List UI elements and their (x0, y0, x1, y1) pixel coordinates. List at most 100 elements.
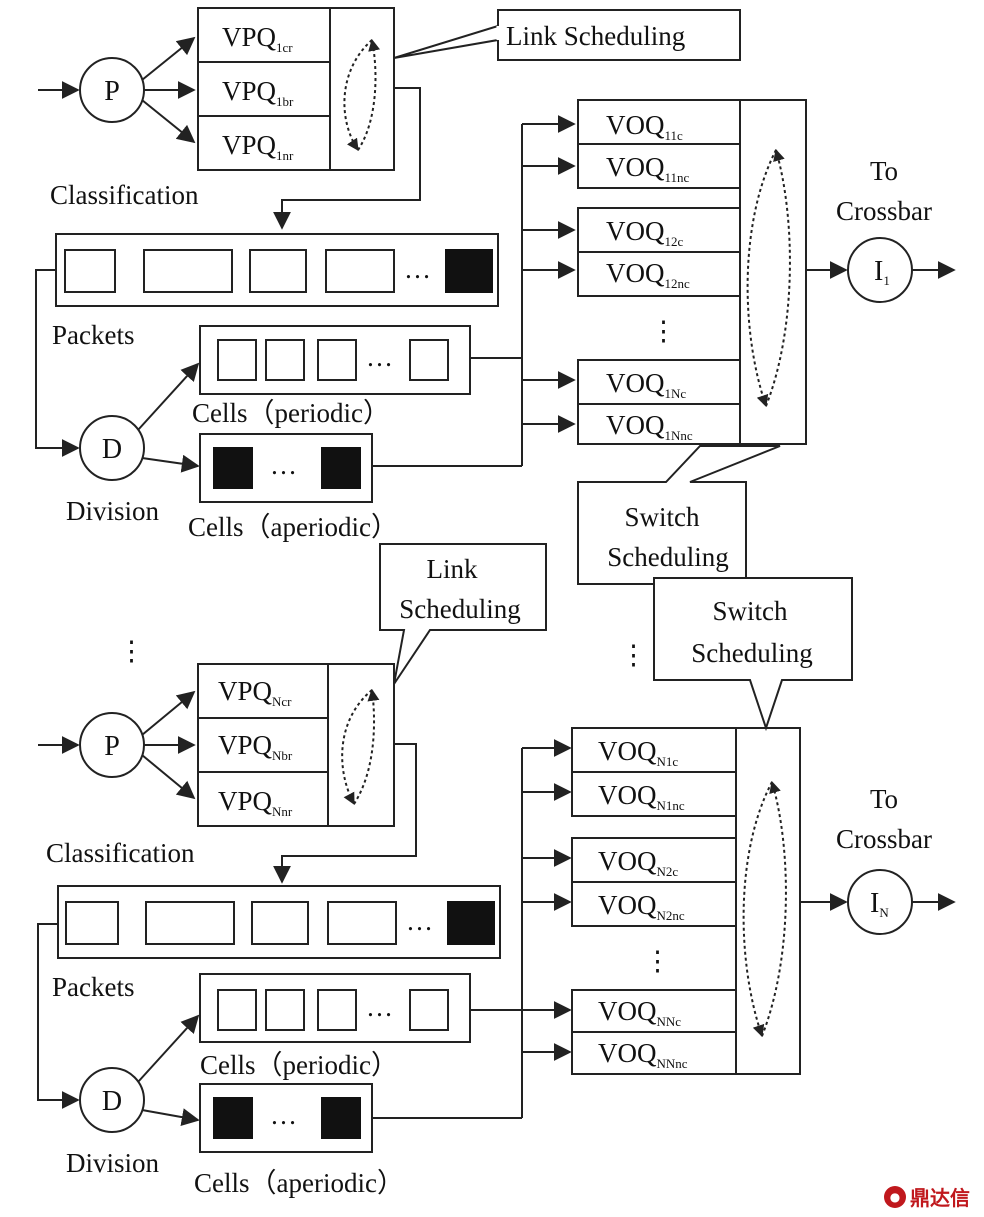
link-scheduling-callout (393, 9, 741, 61)
voq-queue (577, 359, 741, 405)
packets-label: Packets (52, 320, 134, 350)
vpq-label: VPQ1br (222, 76, 294, 109)
voq-queue (577, 207, 741, 253)
cells-aperiodic-label: Cells（aperiodic） (188, 512, 398, 542)
cells-periodic-label: Cells（periodic） (192, 398, 390, 428)
voq-queue (571, 881, 737, 927)
watermark: ● 鼎达信 (884, 1182, 970, 1211)
voq-queue (571, 771, 737, 817)
packet-dark (447, 901, 495, 945)
voq-label: VOQ11c (606, 110, 683, 143)
division-node-label: D (102, 434, 122, 465)
vpq-label: VPQNnr (218, 786, 293, 819)
cell-dark (213, 1097, 253, 1139)
voq-label: VOQ12nc (606, 258, 690, 291)
packet (145, 901, 235, 945)
link-scheduler (329, 7, 395, 171)
wechat-icon: ● (884, 1185, 906, 1208)
voq-label: VOQ1Nnc (606, 410, 693, 443)
input-port-n: Link Scheduling P VPQNcr VPQNbr VPQNnr C… (37, 543, 956, 1198)
voq-queue (571, 1031, 737, 1075)
cell (317, 989, 357, 1031)
voq-label: VOQN1c (598, 736, 678, 769)
vpq-label: VPQNcr (218, 676, 292, 709)
packet (143, 249, 233, 293)
packet (64, 249, 116, 293)
vertical-ellipsis: ⋮ (644, 946, 671, 976)
vpq-queue (197, 7, 331, 63)
voq-label: VOQ11nc (606, 152, 690, 185)
input-port-1: P VPQ1cr VPQ1br VPQ1nr Link Scheduling C… (35, 7, 956, 585)
vpq-queue (197, 663, 329, 719)
division-label: Division (66, 1148, 160, 1178)
voq-queue (577, 143, 741, 189)
ellipsis: … (366, 342, 393, 372)
watermark-text: 鼎达信 (910, 1186, 970, 1210)
switch-label: Switch (712, 596, 788, 626)
division-node-d (79, 415, 145, 481)
voq-label: VOQN2c (598, 846, 678, 879)
packet (327, 901, 397, 945)
vertical-ellipsis: ⋮ (118, 636, 145, 666)
output-node-label: I1 (874, 256, 890, 288)
cell-dark (213, 447, 253, 489)
vertical-ellipsis: ⋮ (650, 316, 677, 346)
voq-queue (571, 837, 737, 883)
classification-label: Classification (46, 838, 195, 868)
classifier-node-label: P (104, 76, 120, 107)
voq-label: VOQN2nc (598, 890, 685, 923)
cell (409, 339, 449, 381)
vpq-queue (197, 115, 331, 171)
voq-queue (571, 727, 737, 773)
voq-label: VOQNNnc (598, 1038, 688, 1071)
to-label: To (870, 784, 898, 814)
packet (251, 901, 309, 945)
division-node-label: D (102, 1086, 122, 1117)
vpq-label: VPQ1cr (222, 22, 293, 55)
vpq-label: VPQ1nr (222, 130, 294, 163)
packet (65, 901, 119, 945)
vpq-queue (197, 717, 329, 773)
division-label: Division (66, 496, 160, 526)
packet-buffer (57, 885, 501, 959)
voq-label: VOQN1nc (598, 780, 685, 813)
vpq-label: VPQNbr (218, 730, 293, 763)
crossbar-label: Crossbar (836, 824, 932, 854)
classification-label: Classification (50, 180, 199, 210)
link-scheduling-callout (379, 543, 547, 685)
cell (217, 989, 257, 1031)
cell (409, 989, 449, 1031)
packet (325, 249, 395, 293)
link-scheduling-label: Link Scheduling (506, 21, 685, 51)
scheduling-label: Scheduling (399, 594, 521, 624)
switch-label: Switch (624, 502, 700, 532)
switch-scheduler (735, 727, 801, 1075)
classifier-node-label: P (104, 731, 120, 762)
scheduling-label: Scheduling (691, 638, 813, 668)
division-node-d (79, 1067, 145, 1133)
voq-queue (577, 403, 741, 445)
packet-dark (445, 249, 493, 293)
crossbar-label: Crossbar (836, 196, 932, 226)
output-node-label: IN (870, 888, 889, 920)
switch-scheduler (739, 99, 807, 445)
ellipsis: … (270, 450, 297, 480)
output-node-in (847, 869, 913, 935)
voq-label: VOQ12c (606, 216, 684, 249)
voq-label: VOQ1Nc (606, 368, 686, 401)
cell (217, 339, 257, 381)
packets-label: Packets (52, 972, 134, 1002)
scheduling-label: Scheduling (607, 542, 729, 572)
ellipsis: … (366, 992, 393, 1022)
cell (317, 339, 357, 381)
switch-scheduling-callout (653, 577, 853, 732)
link-label: Link (427, 554, 478, 584)
cell (265, 989, 305, 1031)
link-scheduler (327, 663, 395, 827)
ellipsis: … (406, 906, 433, 936)
cell-dark (321, 1097, 361, 1139)
ellipsis: … (404, 254, 431, 284)
cells-periodic-label: Cells（periodic） (200, 1050, 398, 1080)
packet (249, 249, 307, 293)
